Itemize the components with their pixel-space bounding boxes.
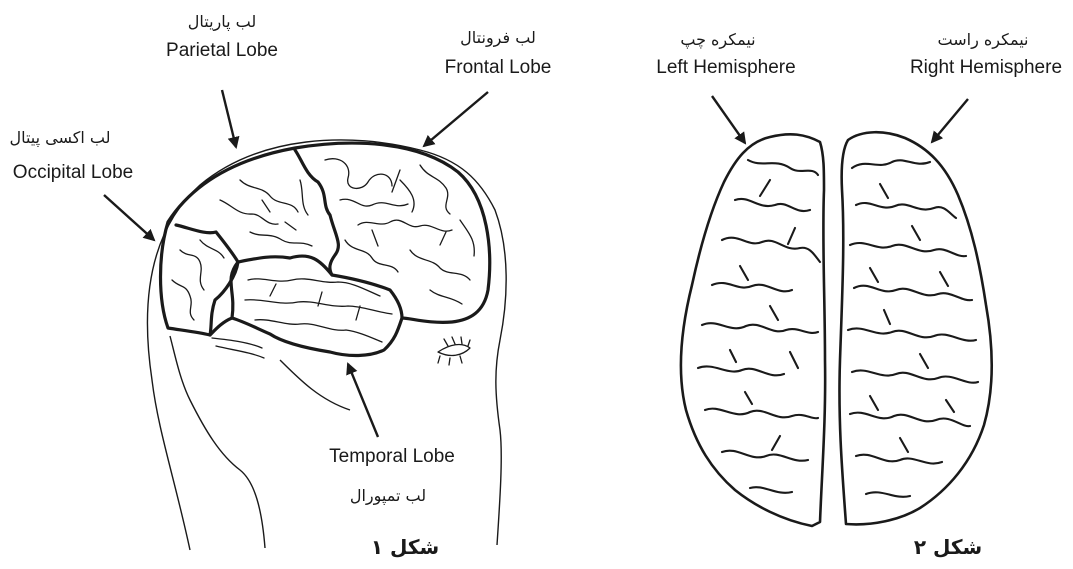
right-hemisphere-label-fa: نیمکره راست xyxy=(938,30,1029,50)
right-hemisphere-label-en: Right Hemisphere xyxy=(910,57,1062,78)
figure-1-lateral-brain: لب پاریتال Parietal Lobe لب فرونتال Fron… xyxy=(9,12,551,559)
arrow-icon xyxy=(104,195,154,240)
left-hemisphere-label-en: Left Hemisphere xyxy=(656,57,795,78)
figure-2-caption: شکل ۲ xyxy=(914,535,982,559)
frontal-label-en: Frontal Lobe xyxy=(445,57,552,78)
figure-2-top-brain: نیمکره چپ Left Hemisphere نیمکره راست Ri… xyxy=(656,30,1062,559)
parietal-label-fa: لب پاریتال xyxy=(188,12,257,32)
occipital-label-fa: لب اکسی پیتال xyxy=(9,128,110,148)
occipital-label-en: Occipital Lobe xyxy=(13,162,133,183)
arrow-icon xyxy=(712,96,745,143)
parietal-gyri xyxy=(220,180,312,246)
left-hemisphere-label-fa: نیمکره چپ xyxy=(680,30,755,50)
frontal-label-fa: لب فرونتال xyxy=(460,28,536,48)
parietal-label-en: Parietal Lobe xyxy=(166,40,278,61)
temporal-label-en: Temporal Lobe xyxy=(329,446,455,467)
cerebellum xyxy=(212,338,264,358)
frontal-gyri xyxy=(325,159,474,304)
figure-1-caption: شکل ۱ xyxy=(371,535,439,559)
eye-icon xyxy=(438,337,470,365)
arrow-icon xyxy=(424,92,488,146)
temporal-label-fa: لب تمپورال xyxy=(350,486,426,506)
arrow-icon xyxy=(222,90,236,147)
arrow-icon xyxy=(348,364,378,437)
neck-line xyxy=(170,336,265,548)
occipital-gyri xyxy=(172,240,224,320)
arrow-icon xyxy=(932,99,968,142)
sylvian-fissure xyxy=(238,256,402,318)
jaw-line xyxy=(280,360,350,410)
